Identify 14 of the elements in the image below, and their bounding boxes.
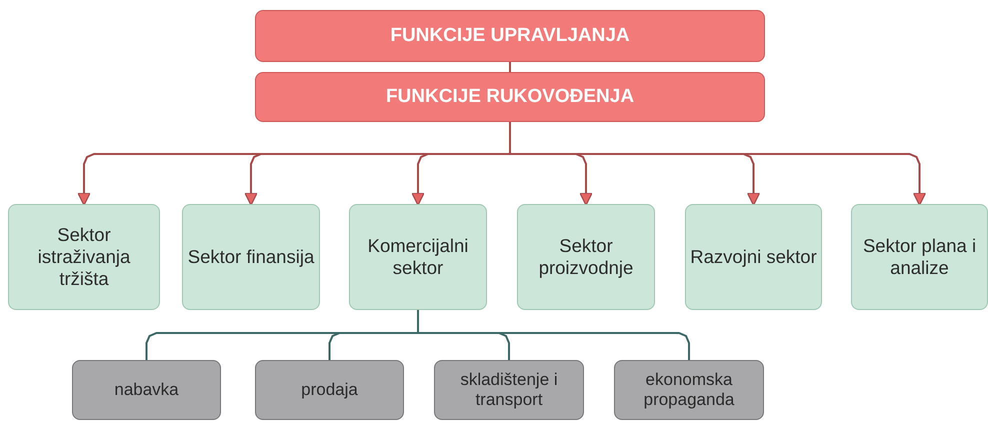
title-box: FUNKCIJE RUKOVOĐENJA xyxy=(255,72,765,122)
title-box: FUNKCIJE UPRAVLJANJA xyxy=(255,10,765,62)
sector-box: Komercijalni sektor xyxy=(349,204,487,310)
sector-box: Sektor istraživanja tržišta xyxy=(8,204,160,310)
department-box: nabavka xyxy=(72,360,221,420)
department-box: ekonomska propaganda xyxy=(614,360,764,420)
department-box: skladištenje i transport xyxy=(434,360,584,420)
department-box: prodaja xyxy=(255,360,404,420)
sector-box: Sektor proizvodnje xyxy=(517,204,655,310)
sector-box: Razvojni sektor xyxy=(685,204,822,310)
connector-line xyxy=(509,62,511,72)
sector-box: Sektor finansija xyxy=(182,204,320,310)
sector-box: Sektor plana i analize xyxy=(851,204,988,310)
connector-line xyxy=(417,310,690,360)
